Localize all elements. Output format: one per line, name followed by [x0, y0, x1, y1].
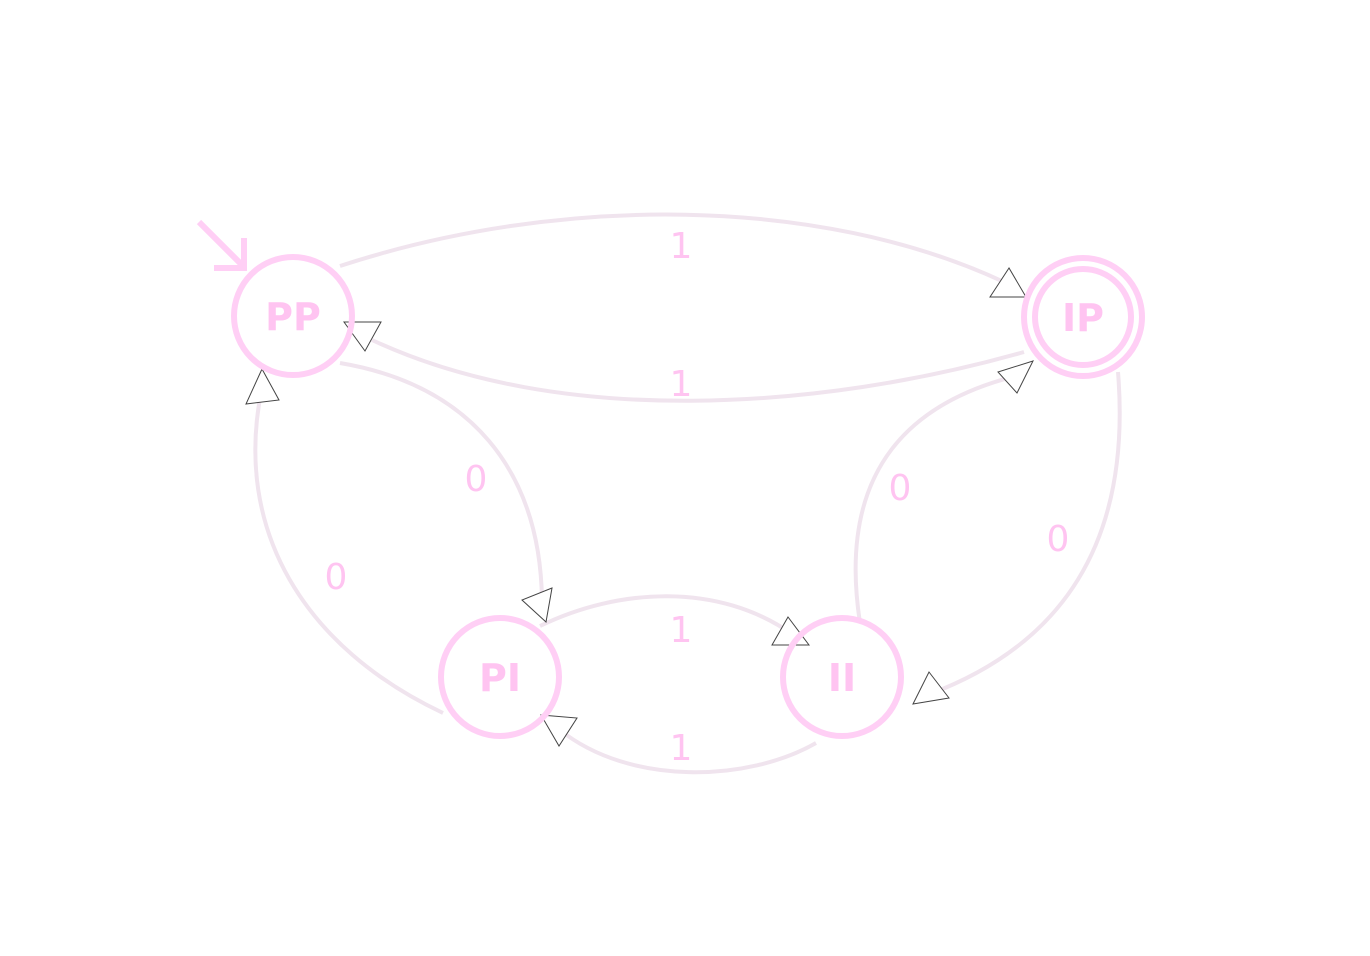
accepting-outer-ring	[1021, 255, 1145, 379]
arrowheads	[245, 267, 1034, 747]
arrowhead-ip-ii	[912, 671, 950, 705]
state-ii[interactable]: II	[780, 615, 904, 739]
edge-label-pi-ii: 1	[670, 610, 693, 651]
edge-pp-ip	[339, 212, 1005, 284]
edge-pi-ii	[539, 594, 794, 636]
arrowhead-pp-ip	[989, 267, 1027, 298]
edge-ip-pp	[371, 338, 1025, 403]
states: PP IP PI II	[231, 254, 1145, 739]
arrowhead-pp-pi	[521, 587, 553, 623]
initial-state-arrow	[196, 219, 247, 271]
state-pi[interactable]: PI	[438, 615, 562, 739]
edge-label-ip-ii: 0	[1047, 519, 1070, 560]
arrowhead-pi-pp	[245, 367, 280, 405]
state-label-pi: PI	[479, 656, 521, 700]
state-label-pp: PP	[265, 295, 321, 339]
edge-label-pi-pp: 0	[325, 557, 348, 598]
edge-label-ip-pp: 1	[670, 364, 693, 405]
edge-ip-ii	[929, 371, 1122, 696]
edge-labels: 1 1 0 0 1 1 0 0	[325, 226, 1070, 769]
arrowhead-ii-ip	[997, 360, 1034, 394]
edge-pp-pi	[339, 361, 544, 601]
state-ip[interactable]: IP	[1021, 255, 1145, 379]
edge-ii-pi	[558, 728, 817, 775]
edge-label-ii-pi: 1	[670, 728, 693, 769]
arrowhead-ii-pi	[540, 714, 578, 747]
edge-label-pp-pi: 0	[465, 459, 488, 500]
edge-label-pp-ip: 1	[670, 226, 693, 267]
state-label-ii: II	[828, 656, 856, 700]
edges	[253, 212, 1122, 775]
edge-label-ii-ip: 0	[889, 468, 912, 509]
edge-pi-pp	[253, 387, 444, 715]
state-pp[interactable]: PP	[231, 254, 355, 378]
state-label-ip: IP	[1062, 296, 1104, 340]
edge-ii-ip	[853, 374, 1017, 624]
